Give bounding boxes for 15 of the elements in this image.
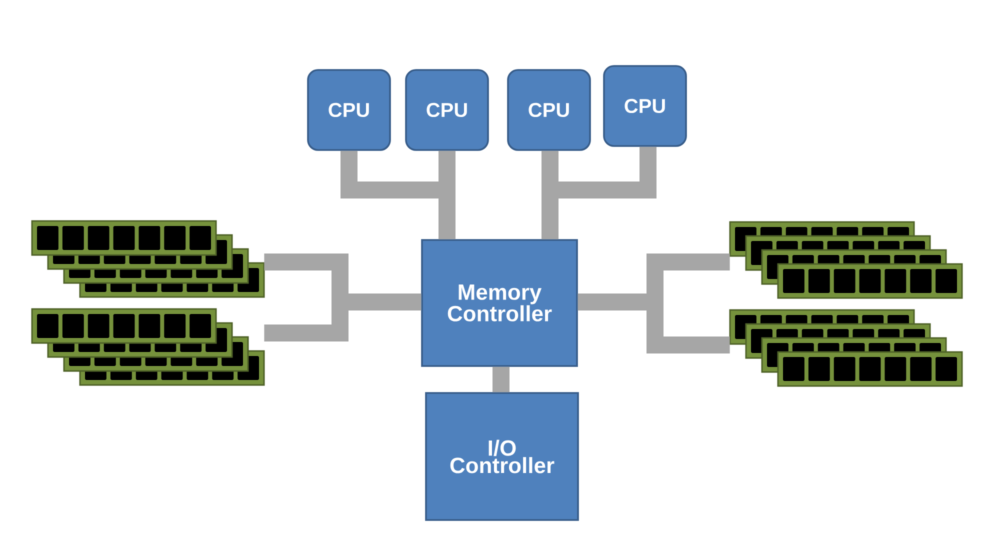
memory-module-drawing [729, 221, 963, 299]
cpu-box: CPU [603, 65, 687, 147]
cpu-box: CPU [307, 69, 391, 151]
bus-line [492, 366, 510, 392]
memory-module-drawing [729, 309, 963, 387]
controller-box: I/O Controller [425, 392, 579, 521]
memory-module-drawing [31, 220, 265, 298]
bus-line [438, 150, 456, 240]
bus-line [542, 146, 656, 240]
controller-box: Memory Controller [421, 239, 578, 367]
memory-module-drawing [31, 308, 265, 386]
cpu-box: CPU [405, 69, 489, 151]
bus-line [578, 294, 730, 354]
bus-line [264, 294, 422, 342]
cpu-box: CPU [507, 69, 591, 151]
